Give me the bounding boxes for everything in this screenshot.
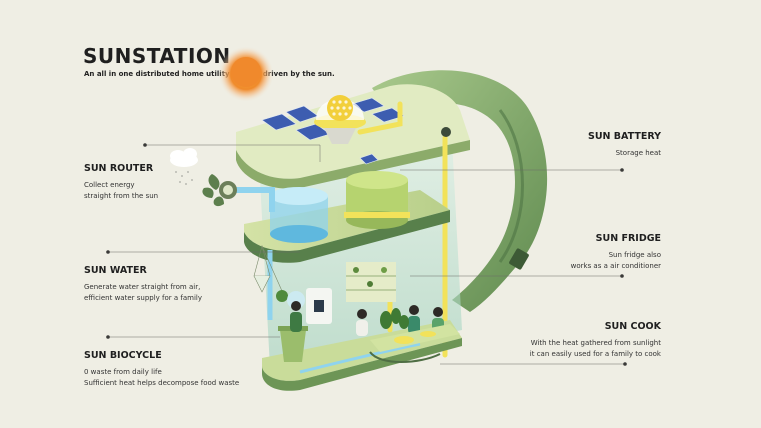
water-tank-icon [270,187,328,243]
leader-lines [108,144,625,365]
feature-desc-line: With the heat gathered from sunlight [530,339,661,347]
feature-desc-line: 0 waste from daily life [84,368,162,376]
backpack-strap [372,70,548,312]
feature-sun-cook: SUN COOK With the heat gathered from sun… [530,321,661,360]
feature-sun-water: SUN WATER Generate water straight from a… [84,265,202,304]
feature-title: SUN COOK [604,321,661,332]
feature-title: SUN WATER [84,265,147,276]
solar-dome-icon [314,95,366,144]
strap-buckle [509,248,529,270]
feature-sun-fridge: SUN FRIDGE Sun fridge also works as a ai… [571,233,661,272]
battery-tank-icon [344,171,410,229]
feature-sun-router: SUN ROUTER Collect energy straight from … [84,163,158,202]
leader-dots [106,143,627,366]
feature-desc-line: Sufficient heat helps decompose food was… [84,379,240,387]
fridge-icon [346,262,396,302]
feature-desc-line: efficient water supply for a family [84,294,203,302]
feature-desc-line: Generate water straight from air, [84,283,201,291]
feature-title: SUN BIOCYCLE [84,350,162,361]
feature-desc-line: it can easily used for a family to cook [529,350,661,358]
feature-title: SUN ROUTER [84,163,154,174]
water-pipe [236,187,275,212]
cloud-icon [170,148,198,185]
feature-desc-line: works as a air conditioner [570,262,661,270]
plant-icon [380,308,409,329]
fan-icon [202,174,237,207]
feature-title: SUN BATTERY [587,131,661,142]
cook-counter-icon [370,324,460,352]
feature-desc-line: straight from the sun [84,192,159,200]
feature-desc-line: Sun fridge also [608,251,661,259]
page-title: SUNSTATION [83,44,231,68]
feature-sun-biocycle: SUN BIOCYCLE 0 waste from daily life Suf… [84,350,239,389]
feature-desc-line: Storage heat [615,149,661,157]
page-subtitle: An all in one distributed home utility s… [84,70,335,78]
feature-sun-battery: SUN BATTERY Storage heat [588,131,661,159]
solar-panel-icon [261,97,405,165]
feature-desc-line: Collect energy [84,181,135,189]
feature-title: SUN FRIDGE [595,233,661,244]
